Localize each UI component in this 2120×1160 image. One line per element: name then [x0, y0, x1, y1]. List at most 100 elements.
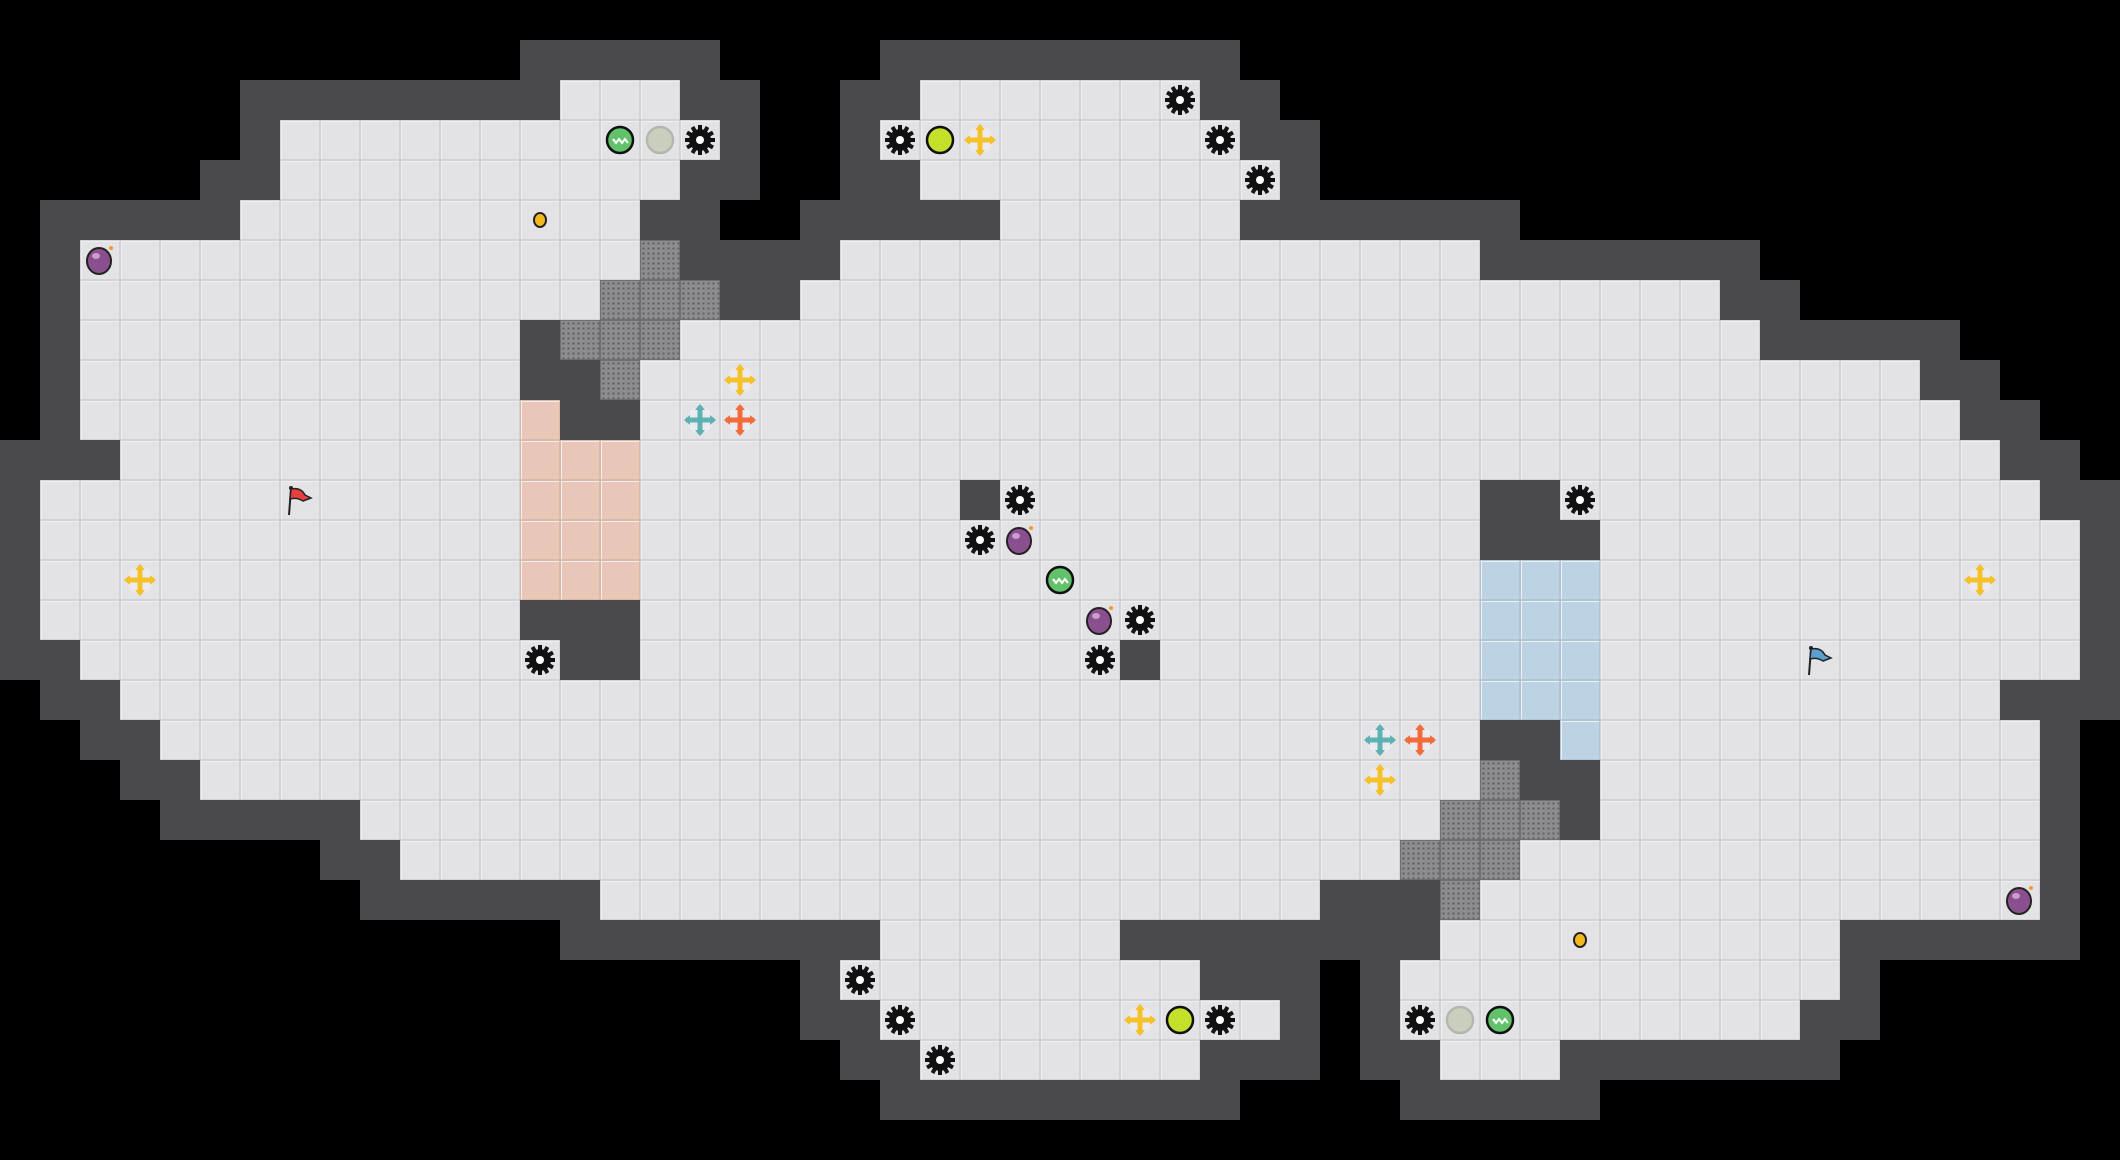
floor-tile — [760, 320, 800, 360]
floor-tile — [1320, 600, 1360, 640]
bomb-icon — [1000, 520, 1040, 560]
floor-tile — [1800, 720, 1840, 760]
floor-tile — [200, 680, 240, 720]
floor-tile — [1920, 880, 1960, 920]
floor-tile — [1160, 1040, 1200, 1080]
wall-tile — [1440, 1080, 1480, 1120]
blue-flag-icon[interactable] — [1800, 640, 1840, 680]
floor-tile — [920, 680, 960, 720]
floor-tile — [1440, 240, 1480, 280]
wall-tile — [1280, 1000, 1320, 1040]
floor-tile — [240, 560, 280, 600]
red-zone-tile — [560, 440, 600, 480]
red-zone-tile — [520, 400, 560, 440]
floor-tile — [1160, 360, 1200, 400]
floor-tile — [1120, 360, 1160, 400]
floor-tile — [640, 760, 680, 800]
floor-tile — [1200, 320, 1240, 360]
floor-tile — [1280, 560, 1320, 600]
floor-tile — [1000, 920, 1040, 960]
floor-tile — [1120, 280, 1160, 320]
wall-tile — [1280, 960, 1320, 1000]
floor-tile — [600, 240, 640, 280]
wall-tile — [40, 200, 80, 240]
wall-tile — [360, 840, 400, 880]
gear-icon — [1200, 120, 1240, 160]
floor-tile — [1200, 240, 1240, 280]
floor-tile — [1920, 520, 1960, 560]
metal-grate-tile — [560, 320, 600, 360]
floor-tile — [1200, 400, 1240, 440]
floor-tile — [1600, 720, 1640, 760]
floor-tile — [960, 400, 1000, 440]
floor-tile — [2040, 600, 2080, 640]
floor-tile — [1720, 840, 1760, 880]
red-flag-icon[interactable] — [280, 480, 320, 520]
floor-tile — [1200, 560, 1240, 600]
wall-tile — [1280, 1040, 1320, 1080]
floor-tile — [1800, 800, 1840, 840]
floor-tile — [1160, 200, 1200, 240]
floor-tile — [200, 640, 240, 680]
wall-tile — [40, 360, 80, 400]
floor-tile — [1720, 560, 1760, 600]
floor-tile — [960, 960, 1000, 1000]
wall-tile — [1240, 960, 1280, 1000]
floor-tile — [320, 280, 360, 320]
floor-tile — [120, 360, 160, 400]
floor-tile — [120, 280, 160, 320]
floor-tile — [1720, 1000, 1760, 1040]
floor-tile — [1080, 520, 1120, 560]
floor-tile — [1000, 120, 1040, 160]
floor-tile — [1720, 800, 1760, 840]
wall-tile — [1240, 200, 1280, 240]
floor-tile — [1440, 400, 1480, 440]
floor-tile — [440, 160, 480, 200]
floor-tile — [1560, 360, 1600, 400]
floor-tile — [1800, 600, 1840, 640]
floor-tile — [440, 440, 480, 480]
wall-tile — [80, 200, 120, 240]
floor-tile — [1840, 560, 1880, 600]
floor-tile — [960, 160, 1000, 200]
floor-tile — [1400, 480, 1440, 520]
floor-tile — [1200, 640, 1240, 680]
floor-tile — [1080, 120, 1120, 160]
coin-icon[interactable] — [520, 200, 560, 240]
floor-tile — [80, 400, 120, 440]
floor-tile — [400, 520, 440, 560]
coin-icon[interactable] — [1560, 920, 1600, 960]
floor-tile — [1320, 480, 1360, 520]
floor-tile — [1680, 720, 1720, 760]
floor-tile — [320, 160, 360, 200]
floor-tile — [1960, 840, 2000, 880]
floor-tile — [920, 520, 960, 560]
floor-tile — [1440, 640, 1480, 680]
wall-tile — [0, 480, 40, 520]
floor-tile — [800, 640, 840, 680]
floor-tile — [680, 440, 720, 480]
floor-tile — [360, 440, 400, 480]
gear-icon — [880, 1000, 920, 1040]
floor-tile — [1000, 80, 1040, 120]
wall-tile — [1280, 200, 1320, 240]
floor-tile — [240, 520, 280, 560]
floor-tile — [1040, 320, 1080, 360]
floor-tile — [40, 520, 80, 560]
floor-tile — [1720, 640, 1760, 680]
floor-tile — [1000, 560, 1040, 600]
orange-move-cross-icon — [720, 400, 760, 440]
floor-tile — [1880, 800, 1920, 840]
floor-tile — [1160, 280, 1200, 320]
floor-tile — [1080, 200, 1120, 240]
floor-tile — [1000, 880, 1040, 920]
floor-tile — [120, 520, 160, 560]
floor-tile — [720, 880, 760, 920]
floor-tile — [1160, 240, 1200, 280]
floor-tile — [1520, 280, 1560, 320]
floor-tile — [1240, 320, 1280, 360]
floor-tile — [200, 760, 240, 800]
wall-tile — [1240, 120, 1280, 160]
wall-tile — [680, 920, 720, 960]
